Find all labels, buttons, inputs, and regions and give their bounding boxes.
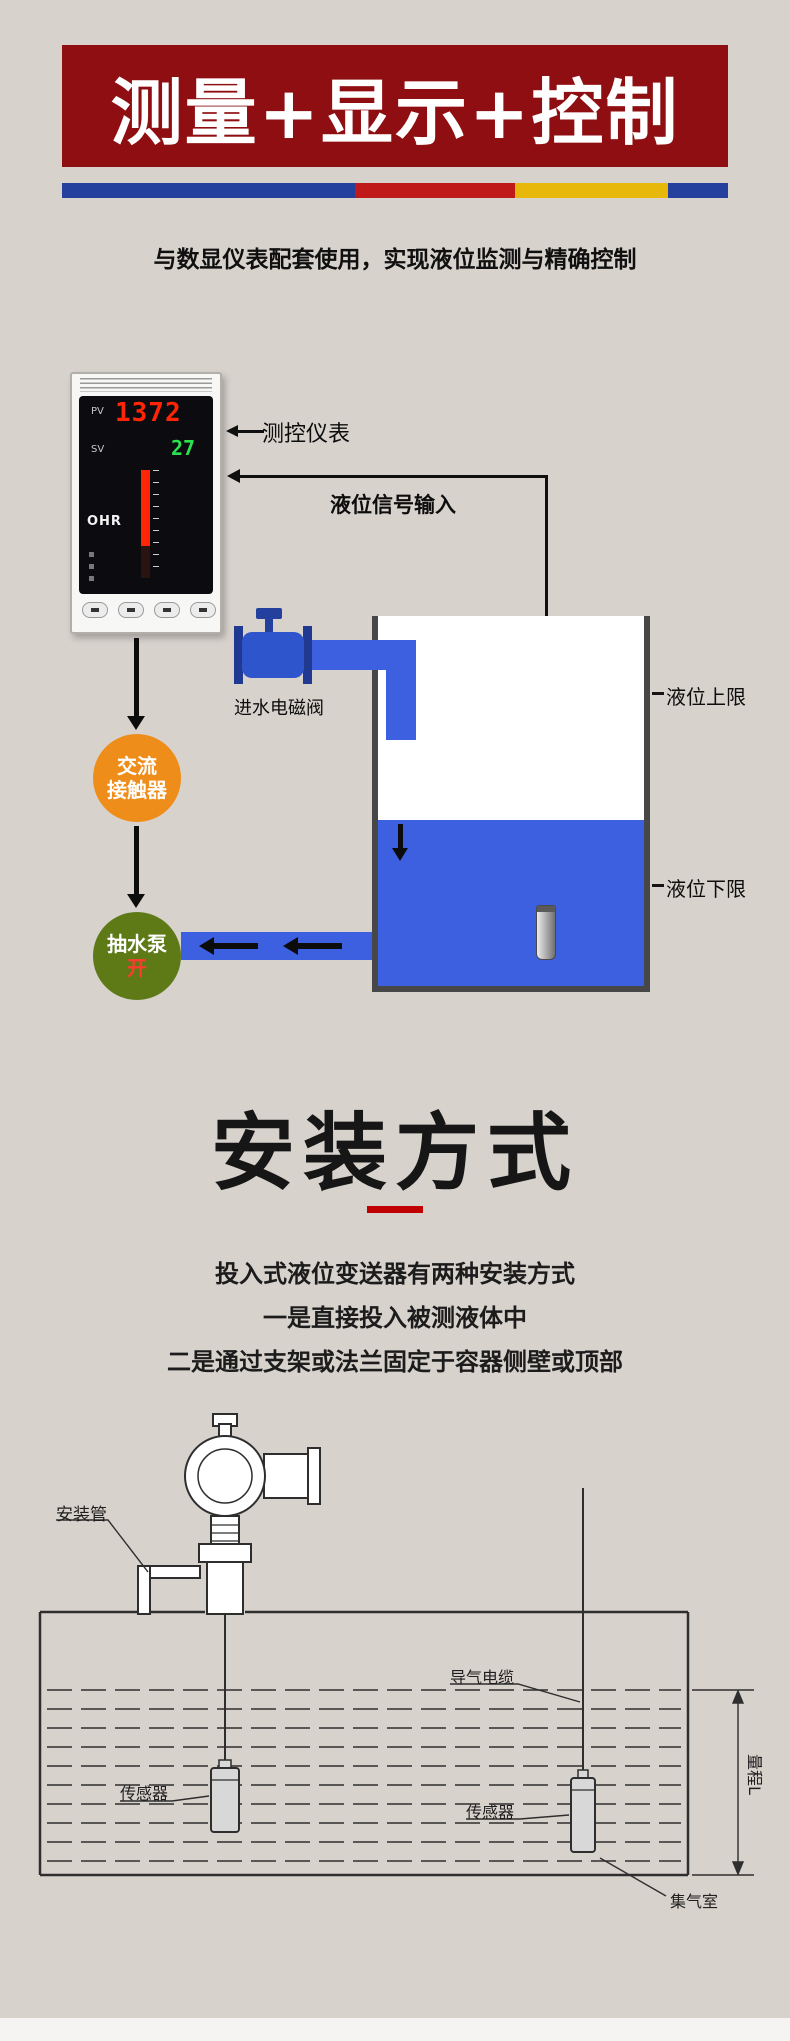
- meter-label: 测控仪表: [262, 422, 351, 447]
- pump-label: 抽水泵: [107, 932, 167, 956]
- upper-limit-tick: [652, 692, 664, 695]
- meter-callout-line: [238, 430, 264, 433]
- callout-leader-lines: [56, 1519, 667, 1897]
- arrow-down-icon: [127, 716, 145, 730]
- color-bar-segment-red: [355, 183, 515, 198]
- bargraph-fill: [141, 470, 150, 546]
- inlet-pipe-vertical: [386, 640, 416, 740]
- valve-cap: [256, 608, 282, 619]
- inflow-arrow-line: [398, 824, 403, 848]
- description-line: 二是通过支架或法兰固定于容器侧壁或顶部: [167, 1348, 623, 1376]
- arrow-down-icon: [127, 894, 145, 908]
- inlet-solenoid-valve: [242, 632, 304, 678]
- color-bar-segment-yellow: [514, 183, 669, 198]
- red-divider: [367, 1206, 423, 1213]
- bargraph-scale: [153, 470, 159, 578]
- gas-chamber-label: 集气室: [670, 1892, 719, 1911]
- lower-limit-tick: [652, 884, 664, 887]
- section-heading: 安装方式: [210, 1104, 579, 1202]
- air-cable-label: 导气电缆: [450, 1668, 515, 1687]
- sensor-drawing-left: [210, 1614, 240, 1833]
- alarm-indicator-icon: [89, 552, 94, 557]
- meter-key-icon: [190, 602, 216, 618]
- range-dimension: [692, 1689, 754, 1876]
- meter-device: PV 1372 SV 27 OHR: [70, 372, 222, 634]
- brand-color-bar: [62, 183, 728, 198]
- pump-state-label: 开: [127, 956, 147, 980]
- footer-strip: [0, 2018, 790, 2041]
- ac-contactor: 交流 接触器: [93, 734, 181, 822]
- upper-limit-label: 液位上限: [666, 685, 746, 709]
- arrow-left-icon: [226, 425, 238, 437]
- control-arrow-line: [134, 826, 139, 896]
- color-bar-segment-blue: [62, 183, 356, 198]
- arrow-left-icon: [199, 937, 214, 955]
- sv-value: 27: [171, 436, 196, 460]
- transmitter-drawing: [137, 1413, 321, 1615]
- sv-label: SV: [91, 444, 105, 455]
- sensor-label-right: 传感器: [466, 1803, 515, 1822]
- signal-input-label: 液位信号输入: [330, 493, 456, 517]
- valve-flange-right: [303, 626, 312, 684]
- signal-line-horizontal: [240, 475, 548, 478]
- flow-arrow-line: [214, 943, 258, 949]
- bargraph-track: [141, 470, 150, 578]
- contactor-label-line1: 交流: [117, 754, 157, 778]
- arrow-left-icon: [227, 469, 240, 483]
- installation-description: 投入式液位变送器有两种安装方式 一是直接投入被测液体中 二是通过支架或法兰固定于…: [0, 1252, 790, 1384]
- contactor-label-line2: 接触器: [107, 778, 167, 802]
- tank-outline: [38, 1610, 690, 1877]
- sensor-label-left: 传感器: [120, 1784, 169, 1803]
- meter-display: PV 1372 SV 27 OHR: [79, 396, 213, 594]
- meter-key-icon: [154, 602, 180, 618]
- description-line: 投入式液位变送器有两种安装方式: [215, 1260, 575, 1288]
- pv-value: 1372: [115, 398, 182, 428]
- title-banner: 测量+显示+控制: [62, 45, 728, 167]
- installation-drawing: [38, 1413, 754, 1897]
- water-pump: 抽水泵 开: [93, 912, 181, 1000]
- meter-brand: OHR: [87, 514, 122, 529]
- tank-water: [378, 820, 644, 986]
- arrow-left-icon: [283, 937, 298, 955]
- pv-label: PV: [91, 406, 104, 417]
- level-sensor: [536, 905, 556, 960]
- color-bar-segment-blue-end: [668, 183, 728, 198]
- range-label: 量程L: [745, 1754, 764, 1795]
- valve-flange-left: [234, 626, 243, 684]
- valve-stem: [265, 619, 273, 632]
- sensor-drawing-right: [570, 1488, 596, 1853]
- mount-pipe-label: 安装管: [56, 1505, 107, 1525]
- flow-arrow-line: [298, 943, 342, 949]
- control-arrow-line: [134, 638, 139, 718]
- alarm-indicator-icon: [89, 564, 94, 569]
- inlet-valve-label: 进水电磁阀: [234, 698, 324, 719]
- alarm-indicator-icon: [89, 576, 94, 581]
- water-tank: [372, 616, 650, 992]
- arrow-down-icon: [392, 848, 408, 861]
- meter-key-icon: [82, 602, 108, 618]
- lower-limit-label: 液位下限: [666, 877, 746, 901]
- description-line: 一是直接投入被测液体中: [263, 1304, 527, 1332]
- meter-key-icon: [118, 602, 144, 618]
- meter-vent-slots: [80, 378, 212, 392]
- tagline: 与数显仪表配套使用，实现液位监测与精确控制: [153, 247, 637, 273]
- page-title: 测量+显示+控制: [110, 70, 680, 155]
